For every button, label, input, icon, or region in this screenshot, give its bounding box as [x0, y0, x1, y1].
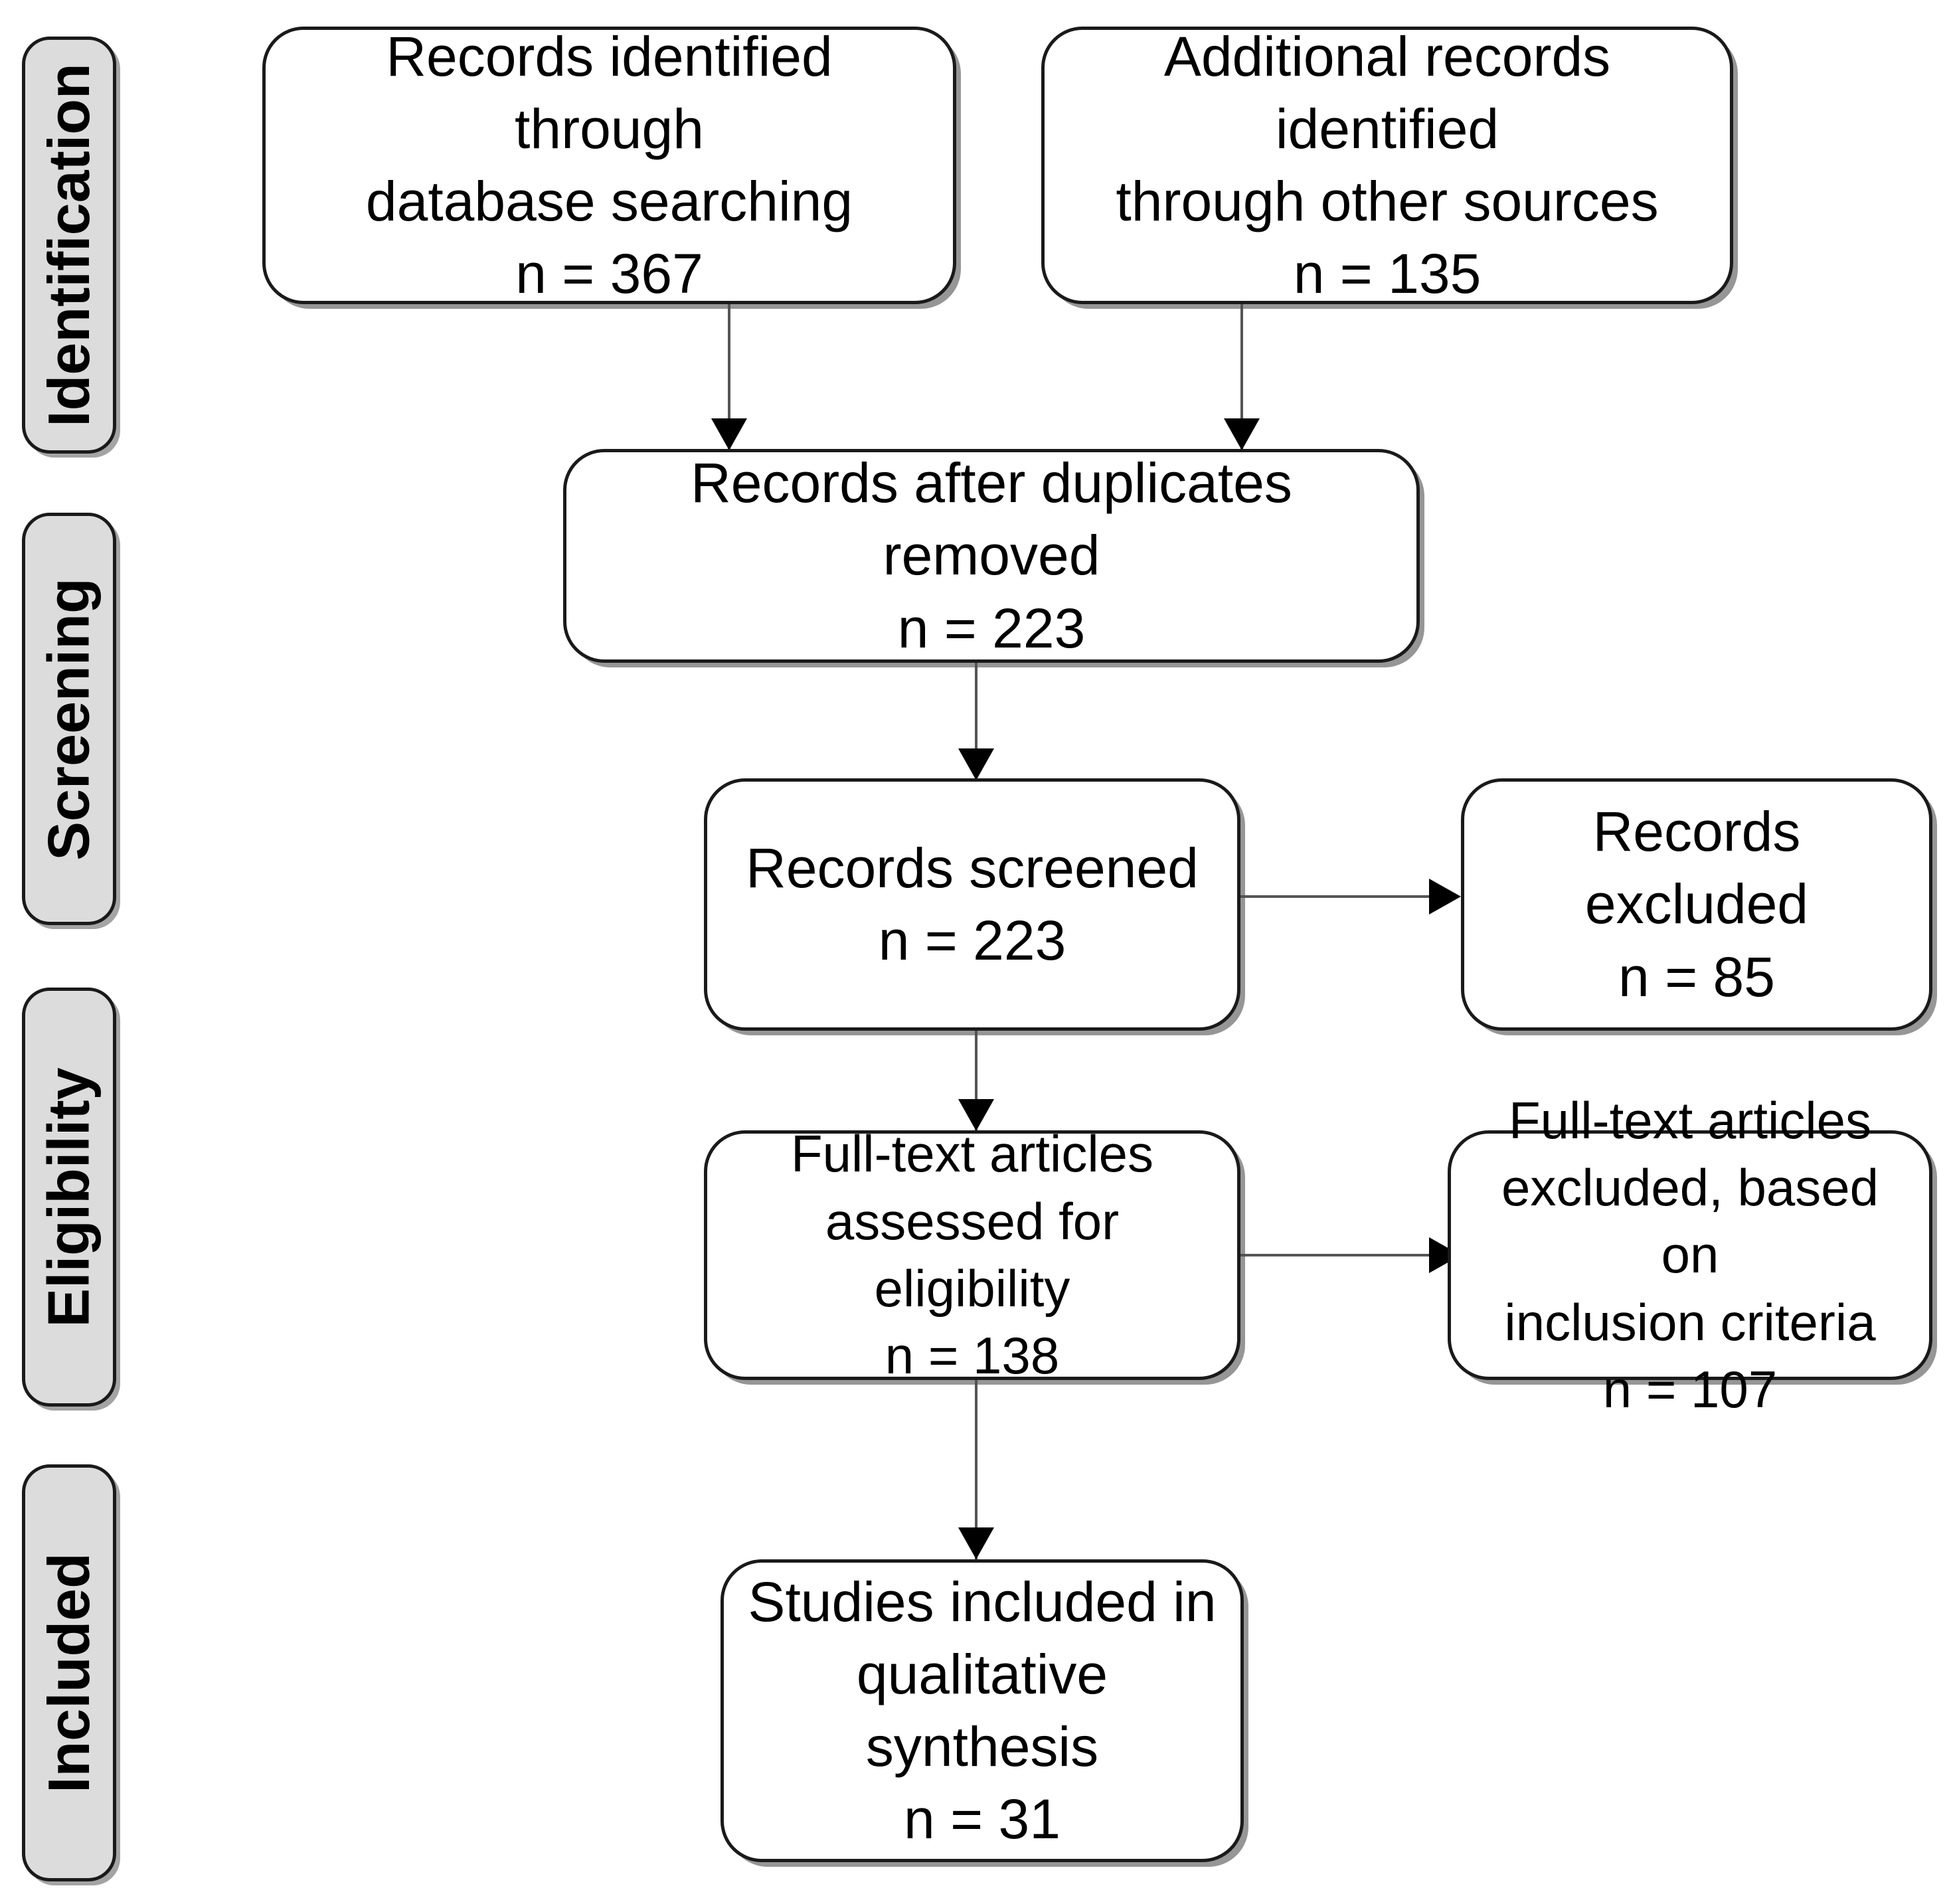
stage-label-eligibility: Eligibility	[36, 1067, 102, 1328]
box-records-screened-text: Records screened n = 223	[746, 836, 1199, 972]
box-records-excluded: Records excluded n = 85	[1461, 778, 1932, 1031]
box-fulltext-articles-assessed-text: Full-text articles assessed for eligibil…	[790, 1124, 1154, 1385]
box-records-identified-database: Records identified through database sear…	[262, 25, 956, 305]
box-records-screened: Records screened n = 223	[704, 778, 1240, 1031]
stage-pill-identification: Identification	[22, 37, 116, 454]
connector-fulltext-assessed-to-studies-included-line	[975, 1380, 977, 1559]
connector-after-duplicates-to-records-screened-arrow	[958, 748, 994, 780]
box-studies-included-qualitative-synthesis: Studies included in qualitative synthesi…	[721, 1559, 1244, 1862]
box-additional-records-other-sources: Additional records identified through ot…	[1041, 25, 1733, 305]
box-records-identified-database-text: Records identified through database sear…	[365, 25, 853, 305]
box-records-after-duplicates-removed-text: Records after duplicates removed n = 223	[691, 452, 1292, 659]
connector-records-screened-to-fulltext-assessed-arrow	[958, 1099, 994, 1131]
connector-records-screened-to-records-excluded-arrow	[1429, 879, 1461, 914]
stage-label-identification: Identification	[36, 63, 102, 427]
stage-pill-included: Included	[22, 1464, 116, 1881]
stage-pill-screening: Screening	[22, 513, 116, 925]
box-additional-records-other-sources-text: Additional records identified through ot…	[1116, 25, 1659, 305]
box-records-excluded-text: Records excluded n = 85	[1584, 800, 1809, 1008]
connector-records-db-to-after-duplicates-line	[728, 304, 730, 449]
connector-records-other-to-after-duplicates-line	[1240, 304, 1243, 449]
connector-records-screened-to-records-excluded-line	[1236, 895, 1436, 898]
connector-records-other-to-after-duplicates-arrow	[1224, 418, 1260, 450]
box-fulltext-articles-excluded: Full-text articles excluded, based on in…	[1448, 1091, 1932, 1419]
connector-fulltext-assessed-to-fulltext-excluded-line	[1236, 1254, 1436, 1256]
connector-after-duplicates-to-records-screened-line	[975, 663, 977, 779]
stage-label-included: Included	[36, 1553, 102, 1793]
box-fulltext-articles-assessed: Full-text articles assessed for eligibil…	[704, 1124, 1240, 1385]
connector-fulltext-assessed-to-studies-included-arrow	[958, 1527, 994, 1559]
box-studies-included-qualitative-synthesis-text: Studies included in qualitative synthesi…	[748, 1570, 1217, 1851]
stage-pill-eligibility: Eligibility	[22, 988, 116, 1407]
stage-label-screening: Screening	[36, 577, 102, 861]
box-fulltext-articles-excluded-text: Full-text articles excluded, based on in…	[1501, 1090, 1879, 1419]
connector-records-db-to-after-duplicates-arrow	[711, 418, 747, 450]
box-records-after-duplicates-removed: Records after duplicates removed n = 223	[563, 449, 1420, 663]
connector-records-screened-to-fulltext-assessed-line	[975, 1031, 977, 1130]
